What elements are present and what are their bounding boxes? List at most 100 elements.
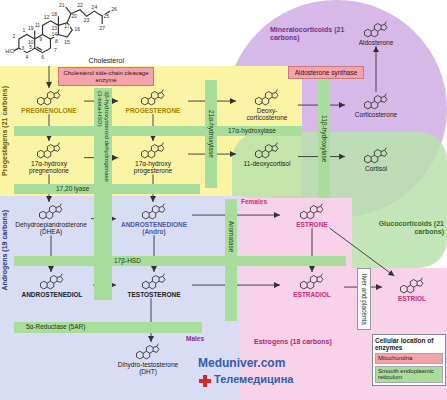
steroid-structure bbox=[361, 92, 391, 110]
molecule-name: Cholesterol bbox=[89, 57, 126, 66]
compound-node: PREGNENOLONE bbox=[14, 88, 84, 114]
enzyme-name: 5α-Reductase (5AR) bbox=[26, 324, 85, 331]
enzyme-name: 3β-hydroxysteroid dehydrogenase (3-beta-… bbox=[96, 91, 109, 183]
compound-name: PROGESTERONE bbox=[120, 107, 186, 114]
reaction-arrow bbox=[49, 174, 50, 202]
reaction-arrow bbox=[84, 157, 118, 158]
compound-name: 17α-hydroxy progesterone bbox=[120, 160, 186, 174]
compound-node: Cortisol bbox=[345, 146, 407, 172]
region-heading: Glucocorticoids (21 carbons) bbox=[378, 220, 444, 235]
atom-number: 13 bbox=[52, 26, 58, 31]
compound-name: PREGNENOLONE bbox=[16, 107, 82, 114]
atom-number: 6 bbox=[41, 55, 44, 60]
steroid-structure bbox=[139, 202, 169, 220]
watermark: Meduniver.com bbox=[198, 357, 285, 369]
atom-number: 21 bbox=[59, 3, 65, 8]
reaction-arrow bbox=[49, 66, 50, 88]
atom-number: 1 bbox=[22, 28, 25, 33]
enzyme-bar: 17α-hydroxylase bbox=[14, 126, 302, 136]
atom-number: 17 bbox=[64, 24, 70, 29]
steroid-structure bbox=[397, 276, 427, 294]
steroid-structure bbox=[133, 342, 163, 360]
reaction-arrow bbox=[153, 114, 154, 141]
atom-number: 7 bbox=[54, 48, 57, 53]
enzyme-bar: 17,20 lyase bbox=[14, 184, 200, 194]
red-cross-logo bbox=[199, 375, 211, 387]
atom-number: 9 bbox=[39, 37, 42, 42]
molecule-node: Cholesterol bbox=[6, 2, 126, 66]
region-heading: Androgens (19 carbons) bbox=[1, 210, 9, 291]
steroid-bonds bbox=[255, 143, 277, 158]
steroid-structure bbox=[138, 88, 168, 106]
steroid-bonds bbox=[142, 204, 164, 219]
compound-name: ESTRADIOL bbox=[282, 291, 342, 298]
steroid-structure bbox=[361, 146, 391, 164]
atom-number: 27 bbox=[99, 26, 105, 31]
enzyme-bar: 5α-Reductase (5AR) bbox=[14, 322, 202, 333]
legend-title: Cellular location of enzymes bbox=[375, 337, 443, 351]
compound-node: Dihydro-testosterone (DHT) bbox=[110, 342, 186, 375]
atom-number: 16 bbox=[75, 27, 81, 32]
region-fill bbox=[240, 198, 447, 400]
reaction-arrow bbox=[49, 114, 50, 141]
compound-name: Dehydroepiandrosterone (DHEA) bbox=[13, 221, 89, 235]
steroid-structure bbox=[297, 202, 327, 220]
compound-node: ESTRADIOL bbox=[280, 272, 344, 298]
enzyme-name: 21α-hydroxylase bbox=[207, 110, 214, 158]
compound-name: Dihydro-testosterone (DHT) bbox=[112, 361, 184, 375]
atom-number: 19 bbox=[28, 26, 34, 31]
atom-number: 3 bbox=[21, 46, 24, 51]
enzyme-bar: liver and placenta bbox=[357, 268, 370, 330]
steroid-bonds bbox=[364, 148, 386, 163]
enzyme-name: 17β-HSD bbox=[114, 258, 141, 265]
compound-name: ANDROSTENEDIONE (Andro) bbox=[118, 221, 190, 235]
atom-number: 11 bbox=[35, 23, 40, 28]
legend-swatch: Mitochondria bbox=[375, 353, 443, 364]
steroid-bonds bbox=[400, 278, 422, 293]
steroid-structure bbox=[297, 272, 327, 290]
atom-number: 24 bbox=[92, 5, 98, 10]
enzyme-name: Aromatase bbox=[227, 221, 234, 252]
steroid-bonds bbox=[37, 143, 59, 158]
reaction-arrow bbox=[154, 235, 155, 272]
steroid-structure bbox=[252, 141, 282, 159]
enzyme-bar: 11β-hydroxylase bbox=[318, 80, 329, 198]
compound-name: Cortisol bbox=[347, 165, 405, 172]
atom-number: 23 bbox=[84, 18, 90, 23]
atom-number: 15 bbox=[64, 40, 70, 45]
reaction-arrow bbox=[188, 154, 236, 155]
steroid-structure bbox=[36, 202, 66, 220]
steroid-bonds bbox=[300, 274, 322, 289]
reaction-arrow bbox=[192, 285, 280, 286]
reaction-arrow bbox=[376, 46, 377, 92]
compound-node: ANDROSTENEDIONE (Andro) bbox=[116, 202, 192, 235]
sex-label: Females bbox=[241, 199, 267, 206]
atom-number: 5 bbox=[29, 45, 32, 50]
compound-name: Deoxy-corticosterone bbox=[238, 107, 296, 121]
reaction-arrow bbox=[344, 287, 382, 288]
enzyme-name: 17α-hydroxylase bbox=[228, 128, 276, 135]
compound-name: ESTRONE bbox=[282, 221, 342, 228]
reaction-arrow bbox=[330, 228, 395, 276]
compound-node: PROGESTERONE bbox=[118, 88, 188, 114]
atom-number: 2 bbox=[12, 34, 15, 39]
legend-text: Mitochondria bbox=[378, 355, 440, 362]
enzyme-bar: 17β-HSD bbox=[14, 256, 346, 266]
atom-number: 14 bbox=[52, 32, 58, 37]
compound-node: 17α-hydroxy pregnenolone bbox=[14, 141, 84, 174]
atom-number: 18 bbox=[52, 12, 58, 17]
steroid-structure bbox=[34, 88, 64, 106]
reaction-arrow bbox=[91, 218, 116, 219]
reaction-arrow bbox=[188, 101, 236, 102]
compound-node: ANDROSTENEDIOL bbox=[11, 272, 93, 298]
sex-label: Males bbox=[186, 336, 204, 343]
region-band: Androgens (19 carbons) Dehydroepiandroste… bbox=[0, 196, 245, 400]
region-heading: Mineralocorticoids (21 carbons) bbox=[270, 26, 348, 41]
atom-number: 25 bbox=[103, 14, 109, 19]
atom-number: 20 bbox=[71, 14, 77, 19]
enzyme-name: Aldosterone synthase bbox=[292, 69, 360, 76]
reaction-arrow bbox=[84, 101, 118, 102]
reaction-arrow bbox=[298, 156, 345, 157]
reaction-arrow bbox=[51, 235, 52, 272]
